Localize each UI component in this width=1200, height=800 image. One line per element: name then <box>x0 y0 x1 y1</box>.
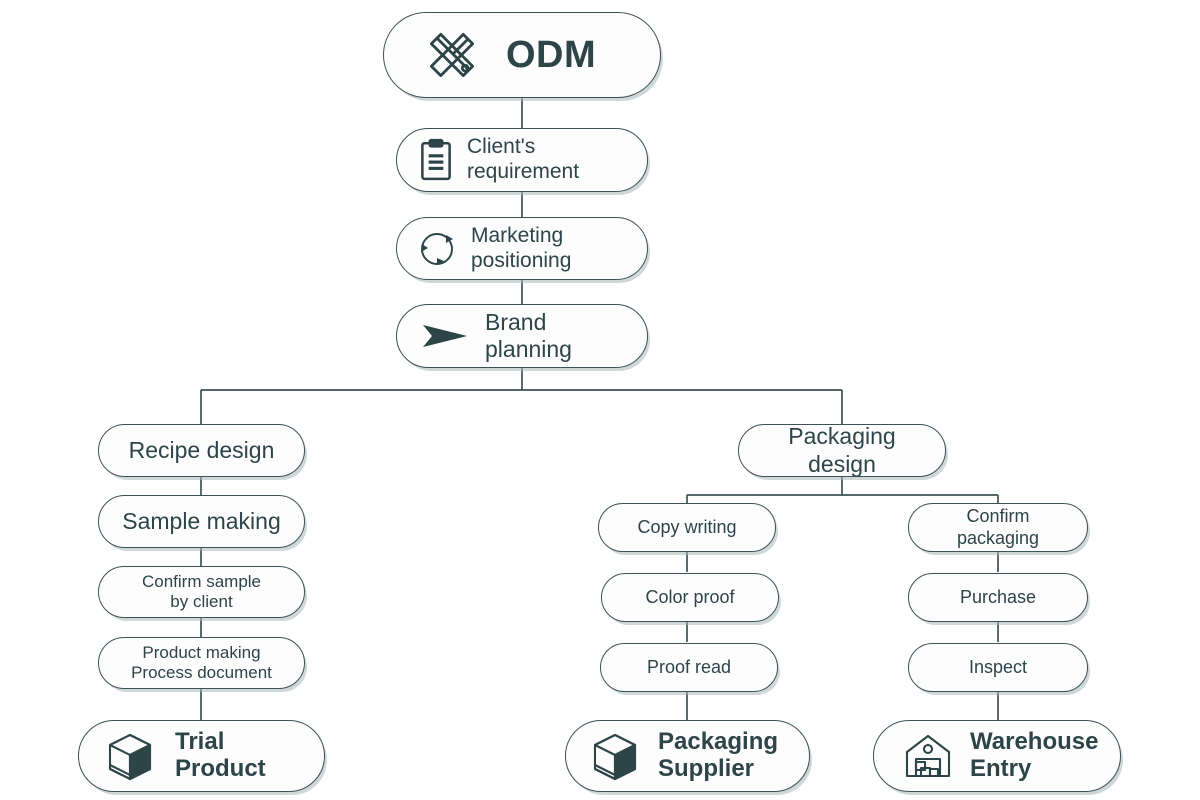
node-label: Packaging Supplier <box>658 728 779 782</box>
node-label: Sample making <box>122 507 281 534</box>
node-product-making[interactable]: Product making Process document <box>98 637 305 689</box>
box-3d-icon <box>593 733 637 781</box>
node-purchase[interactable]: Purchase <box>908 573 1088 622</box>
node-label: Purchase <box>959 586 1037 607</box>
warehouse-icon <box>905 734 951 778</box>
node-marketing-positioning[interactable]: Marketing positioning <box>396 217 648 280</box>
node-label: Trial Product <box>175 728 266 782</box>
node-confirm-packaging[interactable]: Confirm packaging <box>908 503 1088 552</box>
node-label: Color proof <box>645 586 735 607</box>
node-label: Copy writing <box>637 516 737 537</box>
node-label: Inspect <box>968 656 1028 677</box>
node-label: Proof read <box>646 656 732 677</box>
node-brand-planning[interactable]: Brand planning <box>396 304 648 368</box>
node-copy-writing[interactable]: Copy writing <box>598 503 776 552</box>
node-proof-read[interactable]: Proof read <box>600 643 778 692</box>
ruler-pencil-icon <box>429 32 475 78</box>
node-label: Recipe design <box>128 436 275 463</box>
node-trial-product[interactable]: Trial Product <box>78 720 325 792</box>
node-label: Brand planning <box>485 308 572 362</box>
node-label: Confirm sample by client <box>141 571 262 611</box>
node-packaging-supplier[interactable]: Packaging Supplier <box>565 720 810 792</box>
node-label: Marketing positioning <box>471 223 572 272</box>
clipboard-icon <box>421 138 451 181</box>
node-label: Packaging design <box>788 423 896 477</box>
node-recipe-design[interactable]: Recipe design <box>98 424 305 477</box>
node-label: Client's requirement <box>467 135 580 183</box>
arrow-play-icon <box>423 325 467 347</box>
node-packaging-design[interactable]: Packaging design <box>738 423 946 477</box>
node-warehouse-entry[interactable]: Warehouse Entry <box>873 720 1121 792</box>
node-label: Warehouse Entry <box>970 728 1099 782</box>
node-client-requirement[interactable]: Client's requirement <box>396 128 648 192</box>
box-3d-icon <box>108 733 152 781</box>
node-inspect[interactable]: Inspect <box>908 643 1088 692</box>
node-sample-making[interactable]: Sample making <box>98 495 305 548</box>
node-confirm-sample[interactable]: Confirm sample by client <box>98 566 305 618</box>
node-label: Confirm packaging <box>956 506 1040 548</box>
node-odm[interactable]: ODM <box>383 12 661 98</box>
node-label: Product making Process document <box>131 642 272 682</box>
cycle-arrows-icon <box>421 232 453 265</box>
node-label: ODM <box>506 33 597 76</box>
node-color-proof[interactable]: Color proof <box>601 573 779 622</box>
